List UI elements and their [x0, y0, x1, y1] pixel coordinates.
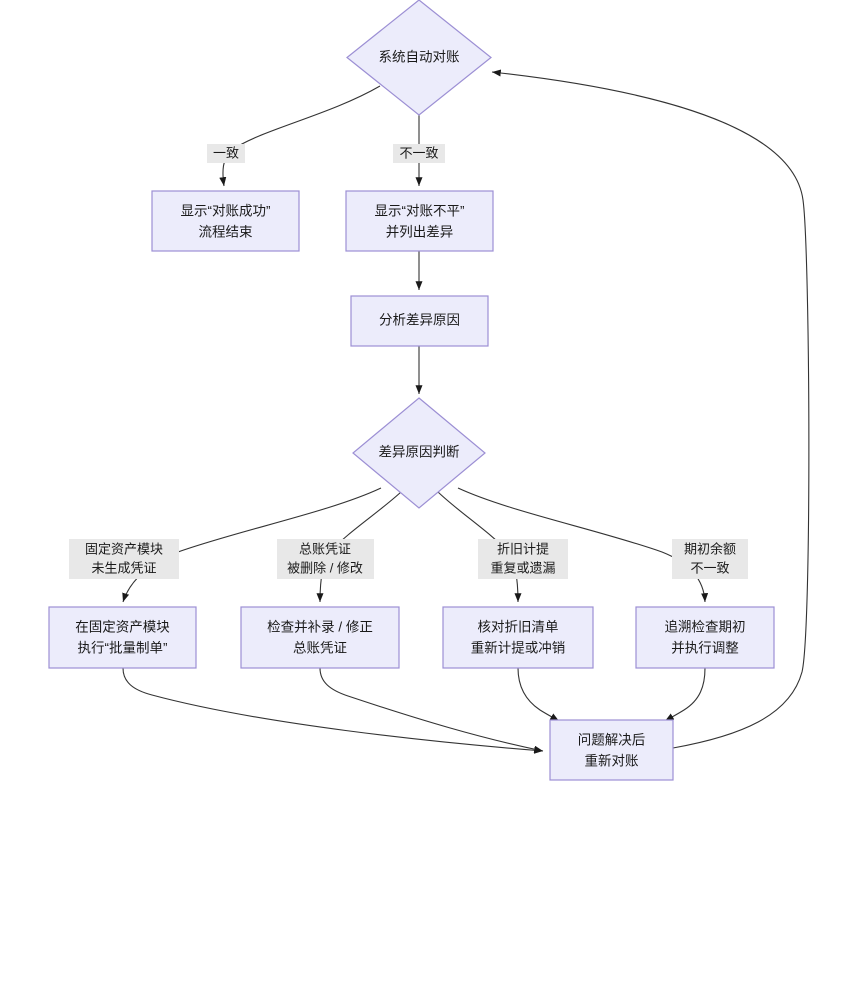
label-background [207, 144, 245, 163]
node-label-line1: 显示“对账成功” [181, 204, 271, 219]
node-trace-opening-balance[interactable]: 追溯检查期初 并执行调整 [635, 606, 775, 669]
edge-n9-n10 [664, 667, 706, 722]
edge-n6-n10 [122, 667, 544, 754]
edge-label-line1: 一致 [213, 145, 239, 160]
node-label-line1: 追溯检查期初 [665, 619, 746, 635]
edge-label-asset-module-no-voucher: 固定资产模块 未生成凭证 [69, 539, 179, 579]
edge-label-consistent: 一致 [207, 144, 245, 163]
node-analyze-difference-cause[interactable]: 分析差异原因 [350, 295, 489, 347]
node-label-line2: 总账凭证 [293, 641, 347, 656]
label-background [478, 539, 568, 579]
label-background [69, 539, 179, 579]
edge-n7-n10 [319, 667, 544, 753]
node-system-auto-reconcile[interactable]: 系统自动对账 [346, 0, 492, 116]
diamond-shape [346, 0, 492, 116]
edge-label-line2: 被删除 / 修改 [287, 560, 363, 575]
rect-shape [635, 606, 775, 669]
node-label-line2: 重新计提或冲销 [471, 641, 566, 656]
node-label-line1: 检查并补录 / 修正 [267, 620, 373, 635]
node-show-reconcile-unbalanced[interactable]: 显示“对账不平” 并列出差异 [345, 190, 494, 252]
rect-shape [240, 606, 400, 669]
node-label-line1: 显示“对账不平” [375, 204, 465, 219]
rect-shape [549, 719, 674, 781]
edge-label-line2: 未生成凭证 [91, 560, 156, 575]
rect-shape [350, 295, 489, 347]
node-check-fix-gl-voucher[interactable]: 检查并补录 / 修正 总账凭证 [240, 606, 400, 669]
node-label-line2: 执行“批量制单” [78, 641, 168, 656]
node-label-line1: 在固定资产模块 [75, 620, 170, 635]
node-label: 系统自动对账 [379, 50, 460, 65]
edge-label-line1: 总账凭证 [299, 541, 351, 556]
edge-label-gl-voucher-deleted-modified: 总账凭证 被删除 / 修改 [277, 539, 374, 579]
rect-shape [151, 190, 300, 252]
edge-label-line2: 重复或遗漏 [490, 560, 555, 575]
rect-shape [345, 190, 494, 252]
node-label-line1: 问题解决后 [578, 733, 646, 748]
label-background [393, 144, 445, 163]
edge-label-line1: 期初余额 [684, 541, 736, 556]
node-label-line2: 并列出差异 [386, 225, 454, 240]
node-fixed-asset-batch-voucher[interactable]: 在固定资产模块 执行“批量制单” [48, 606, 197, 669]
diamond-shape [352, 397, 486, 509]
node-show-reconcile-success[interactable]: 显示“对账成功” 流程结束 [151, 190, 300, 252]
node-re-reconcile-after-fix[interactable]: 问题解决后 重新对账 [549, 719, 674, 781]
label-background [672, 539, 748, 579]
node-verify-depreciation-list[interactable]: 核对折旧清单 重新计提或冲销 [442, 606, 594, 669]
rect-shape [48, 606, 197, 669]
node-label: 分析差异原因 [379, 313, 460, 328]
edge-n1-n2 [219, 85, 381, 187]
node-label: 差异原因判断 [379, 445, 460, 460]
edge-label-line1: 固定资产模块 [85, 541, 163, 556]
node-label-line2: 并执行调整 [671, 641, 739, 656]
nodes-layer: 系统自动对账 显示“对账成功” 流程结束 显示“对账不平” 并列出差异 分析差异… [48, 0, 775, 781]
edge-label-depreciation-duplicate-missing: 折旧计提 重复或遗漏 [478, 539, 568, 579]
node-label-line2: 流程结束 [199, 225, 253, 240]
edge-n8-n10 [517, 667, 560, 722]
node-label-line1: 核对折旧清单 [478, 620, 559, 635]
edge-label-line2: 不一致 [690, 560, 729, 575]
edge-n10-n1-loop [491, 69, 810, 749]
edge-labels-layer: 一致 不一致 固定资产模块 未生成凭证 总账凭证 被删除 / 修改 [69, 144, 748, 579]
label-background [277, 539, 374, 579]
edge-label-line1: 不一致 [399, 145, 438, 160]
edge-label-line1: 折旧计提 [497, 541, 549, 556]
node-difference-cause-decision[interactable]: 差异原因判断 [352, 397, 486, 509]
edge-label-inconsistent: 不一致 [393, 144, 445, 163]
rect-shape [442, 606, 594, 669]
node-label-line2: 重新对账 [585, 754, 639, 769]
edge-label-opening-balance-mismatch: 期初余额 不一致 [672, 539, 748, 579]
